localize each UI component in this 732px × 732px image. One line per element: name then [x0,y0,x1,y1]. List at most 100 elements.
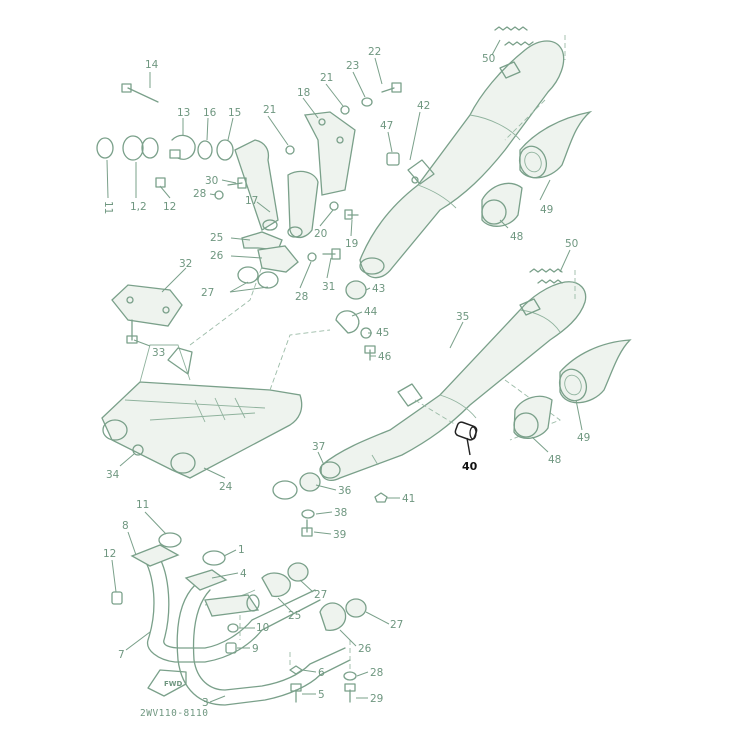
gasket-16 [197,140,213,160]
bolt-30 [227,177,247,189]
forward-arrow-icon: FWD [147,669,187,697]
callout-36: 36 [338,485,352,497]
callout-27-lower-a: 27 [314,589,327,601]
callout-3: 3 [202,697,209,709]
connector-pipe [204,594,260,617]
callout-8: 8 [122,520,129,532]
callout-32: 32 [179,258,192,270]
washer-11-upper [96,137,114,159]
callout-11-upper: 11 [102,201,114,214]
callout-49-lower: 49 [577,432,590,444]
gasket-37 [272,480,298,500]
callout-31: 31 [322,281,335,293]
spring-50-lower [529,268,563,284]
collar-12-lower [111,591,123,605]
callout-1-2: 1,2 [130,201,147,213]
callout-13: 13 [177,107,190,119]
callout-25-lower: 25 [288,610,301,622]
callout-27-lower-b: 27 [390,619,403,631]
callout-28-mid: 28 [295,291,308,303]
exhaust-pipe-3 [176,584,351,706]
collar-47 [386,152,400,166]
callout-30: 30 [205,175,218,187]
callout-49-upper: 49 [540,204,553,216]
washer-10 [227,623,239,633]
callout-27-upper: 27 [201,287,214,299]
callout-50-lower: 50 [565,238,578,250]
bolt-19 [344,209,359,220]
washer-38 [301,509,315,519]
washer-21-b [340,105,350,115]
nut-41 [374,492,388,503]
nut-21 [285,145,295,155]
callout-46: 46 [378,351,392,363]
callout-37: 37 [312,441,325,453]
callout-41: 41 [402,493,415,505]
part-40-collar [454,421,478,441]
bolt-29 [344,683,356,703]
bolt-14 [121,83,159,103]
callout-5: 5 [318,689,325,701]
callout-47: 47 [380,120,393,132]
callout-19: 19 [345,238,358,250]
flange-4 [184,569,228,591]
muffler-baffle-48-lower [513,395,553,439]
callout-7: 7 [118,649,125,661]
stay-17 [234,139,319,239]
gasket-15 [216,139,234,161]
collar-12-upper [155,177,166,188]
clamp-26-upper [257,245,299,273]
stay-18 [303,111,356,196]
callout-29: 29 [370,693,383,705]
svg-text:FWD: FWD [164,680,183,688]
gasket-27-upper [237,266,279,289]
washer-28-upper [214,190,224,200]
gasket-36 [299,472,321,492]
callout-26-upper: 26 [210,250,224,262]
callout-21-b: 21 [320,72,333,84]
callout-21-a: 21 [263,104,276,116]
callout-20: 20 [314,228,327,240]
callout-35: 35 [456,311,469,323]
clamp-44 [335,310,360,334]
lower-muffler-35 [319,281,587,481]
callout-38: 38 [334,507,347,519]
callout-40: 40 [462,460,478,473]
callout-28-upper: 28 [193,188,206,200]
callout-12-upper: 12 [163,201,176,213]
nut-34 [132,444,144,456]
callout-44: 44 [364,306,378,318]
gasket-12-upper [122,135,159,161]
drawing-code: 2WV110-8110 [140,708,208,719]
gasket-27-lower-b [345,598,367,618]
bolt-5 [290,683,302,703]
callout-26-lower: 26 [358,643,372,655]
callout-9: 9 [252,643,259,655]
flange-8 [130,544,180,567]
bolt-33 [126,319,138,344]
muffler-tip-49-lower [558,339,632,404]
clamp-26-lower [319,602,347,631]
callout-18: 18 [297,87,310,99]
nut-9 [225,642,237,654]
callout-6: 6 [318,667,325,679]
callout-43: 43 [372,283,385,295]
bolt-39 [301,519,313,537]
callout-39: 39 [333,529,346,541]
callout-22: 22 [368,46,381,58]
spring-50-upper [494,26,534,46]
callout-42: 42 [417,100,430,112]
callout-23: 23 [346,60,359,72]
callout-48-lower: 48 [548,454,561,466]
callout-16: 16 [203,107,217,119]
washer-20 [329,201,339,211]
clamp-13 [169,134,196,160]
callout-45: 45 [376,327,389,339]
bolt-46 [364,345,376,361]
washer-28-mid [307,252,317,262]
callout-12-lower: 12 [103,548,116,560]
clamp-25-lower [261,572,291,598]
leader-lines [106,39,583,703]
washer-23 [361,97,373,107]
callout-1: 1 [238,544,245,556]
